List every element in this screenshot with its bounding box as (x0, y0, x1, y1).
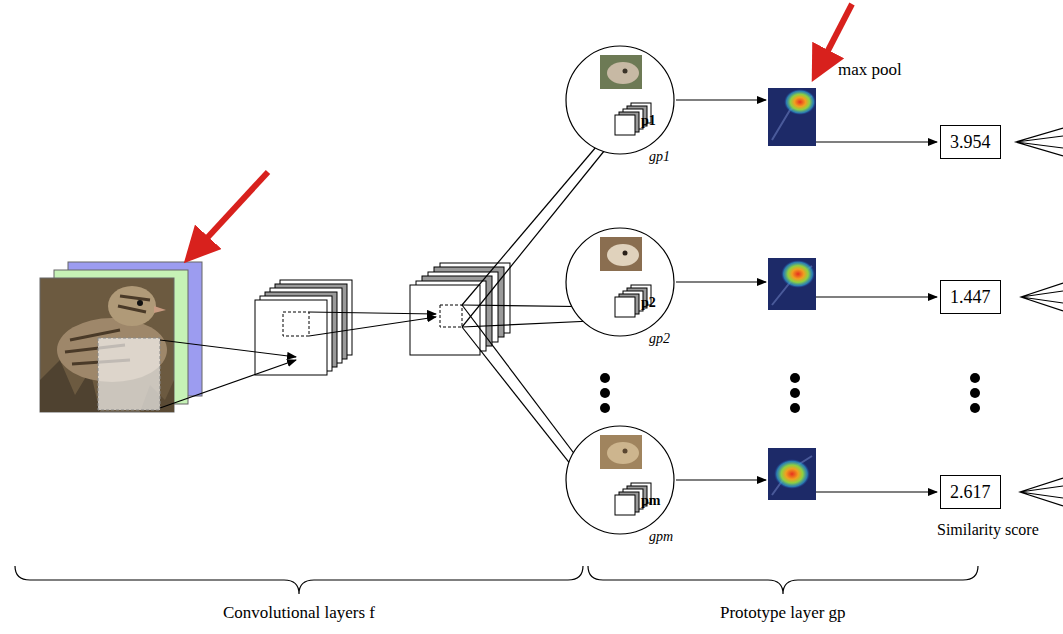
text-label: max pool (838, 60, 902, 80)
score-box: 3.954 (940, 125, 1001, 159)
prototype-thumbnail (600, 55, 642, 89)
circle-outline (565, 45, 675, 155)
unit-name: gp2 (649, 331, 670, 347)
score-value: 2.617 (950, 482, 991, 502)
prototype-circle: p1gp1 (565, 45, 675, 155)
score-value: 3.954 (950, 132, 991, 152)
score-box: 2.617 (940, 475, 1001, 509)
prototype-name: p1 (641, 113, 656, 129)
bird-eye (137, 300, 143, 306)
pointer-arrow (196, 4, 852, 250)
score-box: 1.447 (940, 280, 1001, 314)
circle (566, 46, 674, 154)
unit-name: gp1 (649, 149, 670, 165)
score-value: 1.447 (950, 287, 991, 307)
ellipsis (600, 373, 980, 413)
patch (98, 338, 160, 410)
prototype-stack (615, 495, 635, 515)
text-label: Similarity score (937, 521, 1039, 539)
prototype-name: p2 (641, 295, 656, 311)
brace (15, 566, 978, 594)
bird-photo (40, 278, 174, 412)
prototype-name: pm (641, 493, 660, 509)
prototype-thumbnail (623, 449, 628, 454)
prototype-thumbnail (607, 244, 639, 266)
feature-map (255, 280, 352, 375)
flow-lines (160, 100, 1063, 518)
prototype-thumbnail (600, 435, 642, 469)
prototype-circle: pmgpm (565, 425, 675, 535)
prototype-thumbnail (623, 251, 628, 256)
prototype-thumbnail (600, 237, 642, 271)
prototype-stack (615, 297, 635, 317)
text-label: Prototype layer gp (720, 603, 846, 623)
unit-name: gpm (649, 529, 673, 545)
prototype-circle: p2gp2 (565, 227, 675, 337)
heatmap (768, 88, 816, 500)
prototype-thumbnail (607, 62, 639, 84)
circle-outline (565, 227, 675, 337)
circle (566, 426, 674, 534)
bird-head (108, 286, 156, 326)
prototype-stack (615, 115, 635, 135)
text-label: Convolutional layers f (223, 603, 375, 623)
prototype-thumbnail (623, 69, 628, 74)
circle (566, 228, 674, 336)
bird-beak (154, 306, 166, 313)
input-image (40, 262, 202, 412)
feature-map (410, 263, 510, 355)
prototype-thumbnail (607, 442, 639, 464)
circle-outline (565, 425, 675, 535)
